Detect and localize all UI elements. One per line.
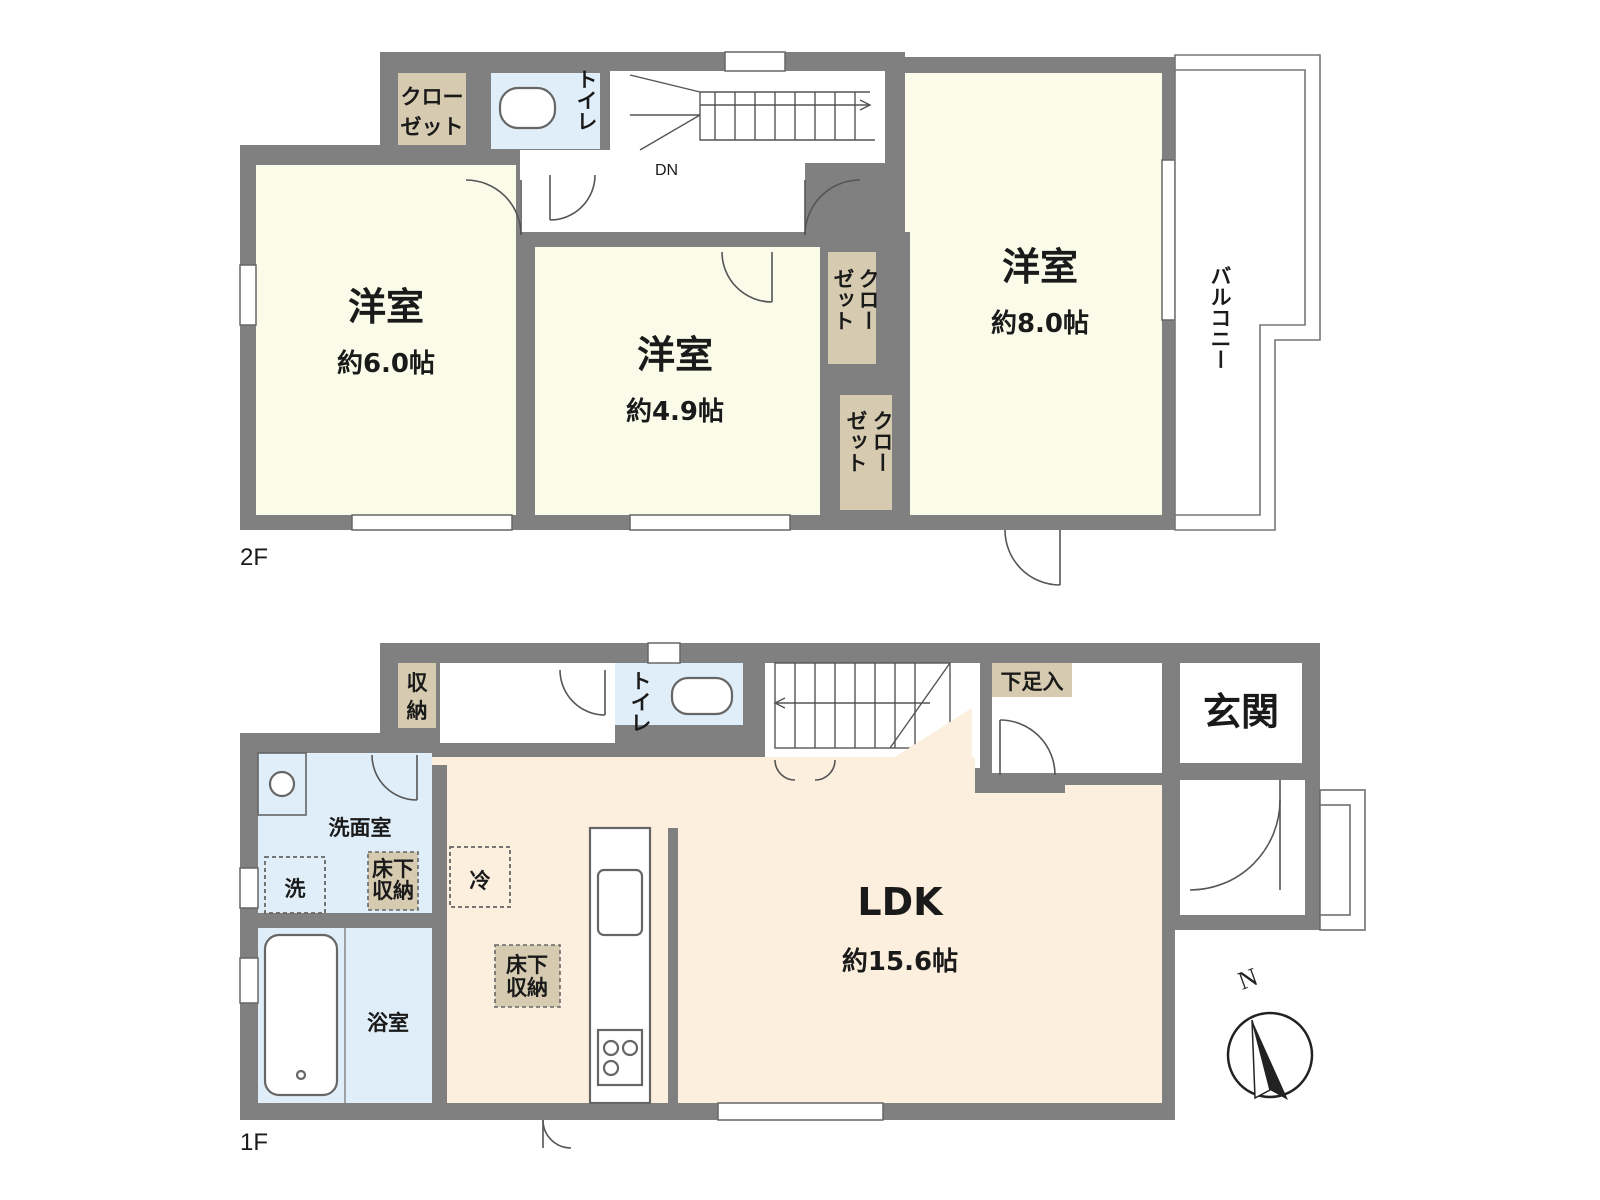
stair-hall-2f: [610, 71, 885, 163]
underfloor-ldk-line2: 収納: [506, 976, 548, 1000]
storage-1f[interactable]: [398, 663, 436, 728]
compass: N: [1226, 962, 1314, 1100]
stove-fixture: [596, 1028, 644, 1087]
ldk-area: 約15.6帖: [842, 946, 958, 977]
underfloor-wash-line1: 床下: [372, 857, 414, 881]
fridge-space: [449, 846, 511, 908]
closet-mid-upper-line1: クロー: [856, 268, 880, 331]
hallway-2f: [520, 150, 805, 232]
ldk-name: LDK: [857, 880, 944, 924]
room-east-name: 洋室: [1002, 245, 1078, 289]
closet-mid-lower-line2: ゼット: [844, 410, 868, 473]
closet-nw-line2: ゼット: [401, 115, 464, 139]
compass-needle: [1252, 1020, 1288, 1100]
underfloor-storage-wash[interactable]: [367, 851, 419, 911]
closet-mid-lower[interactable]: [840, 395, 892, 510]
windows-2f: [239, 51, 1176, 531]
room-west-area: 約6.0帖: [337, 348, 435, 379]
bath-label: 浴室: [367, 1011, 409, 1035]
toilet-fixture-1f: [670, 676, 734, 716]
fridge-mark: 冷: [470, 869, 491, 893]
shoe-storage[interactable]: [992, 663, 1072, 697]
room-west-name: 洋室: [348, 285, 424, 329]
floor-label-2f: 2F: [240, 544, 268, 571]
washer-mark: 洗: [285, 877, 306, 901]
bathtub-fixture: [263, 933, 339, 1097]
porch-steps: [1319, 789, 1366, 931]
underfloor-storage-ldk[interactable]: [494, 944, 561, 1008]
doors-1f: [371, 669, 1281, 1149]
stairs-1f: [773, 662, 951, 749]
toilet-2f-label: トイレ: [574, 69, 598, 132]
toilet-1f-label: トイレ: [628, 670, 652, 733]
room-east-bedroom[interactable]: [905, 73, 1162, 515]
room-middle-area: 約4.9帖: [626, 396, 724, 427]
storage-line2: 納: [407, 699, 428, 723]
floor-2f: DN 洋室 約6.0帖 洋室 約4.9帖 洋室 約8.0帖 クロー ゼット トイ…: [239, 51, 1321, 586]
closet-nw-line1: クロー: [401, 85, 464, 109]
floor-1f: UP LDK 約15.6帖 冷 床下 収納 収 納 トイレ: [239, 642, 1366, 1156]
sink-fixture: [596, 868, 644, 937]
washbasin-fixture: [268, 770, 296, 798]
room-ldk[interactable]: [432, 757, 1162, 1103]
stairs-2f: [629, 74, 875, 151]
doors-2f: [465, 174, 1061, 586]
room-east-area: 約8.0帖: [991, 308, 1089, 339]
underfloor-ldk-line1: 床下: [506, 953, 548, 977]
corridor-1f: [440, 663, 615, 743]
shoe-storage-label: 下足入: [1001, 670, 1064, 694]
washer-space: [264, 856, 326, 914]
closet-nw[interactable]: [398, 73, 466, 145]
compass-north-label: N: [1234, 962, 1262, 996]
stairs-label-2f: DN: [655, 162, 678, 179]
room-middle-bedroom[interactable]: [535, 247, 820, 515]
windows-1f: [239, 642, 884, 1121]
room-middle-name: 洋室: [637, 333, 713, 377]
entrance-label: 玄関: [1203, 690, 1279, 734]
closet-mid-upper-line2: ゼット: [831, 268, 855, 331]
washroom-label: 洗面室: [329, 816, 392, 840]
compass-ring: [1226, 1011, 1314, 1099]
floor-label-1f: 1F: [240, 1129, 268, 1156]
room-entrance[interactable]: [1180, 663, 1302, 763]
storage-line1: 収: [407, 671, 429, 695]
balcony-label: バルコニー: [1208, 265, 1232, 370]
kitchen-counter: [588, 826, 652, 1105]
closet-mid-lower-line1: クロー: [870, 410, 894, 473]
room-west-bedroom[interactable]: [256, 165, 516, 515]
underfloor-wash-line2: 収納: [372, 879, 414, 903]
closet-mid-upper[interactable]: [828, 252, 876, 364]
toilet-fixture-2f: [498, 86, 557, 130]
balcony[interactable]: [1174, 54, 1321, 531]
entry-porch: [1180, 780, 1305, 915]
